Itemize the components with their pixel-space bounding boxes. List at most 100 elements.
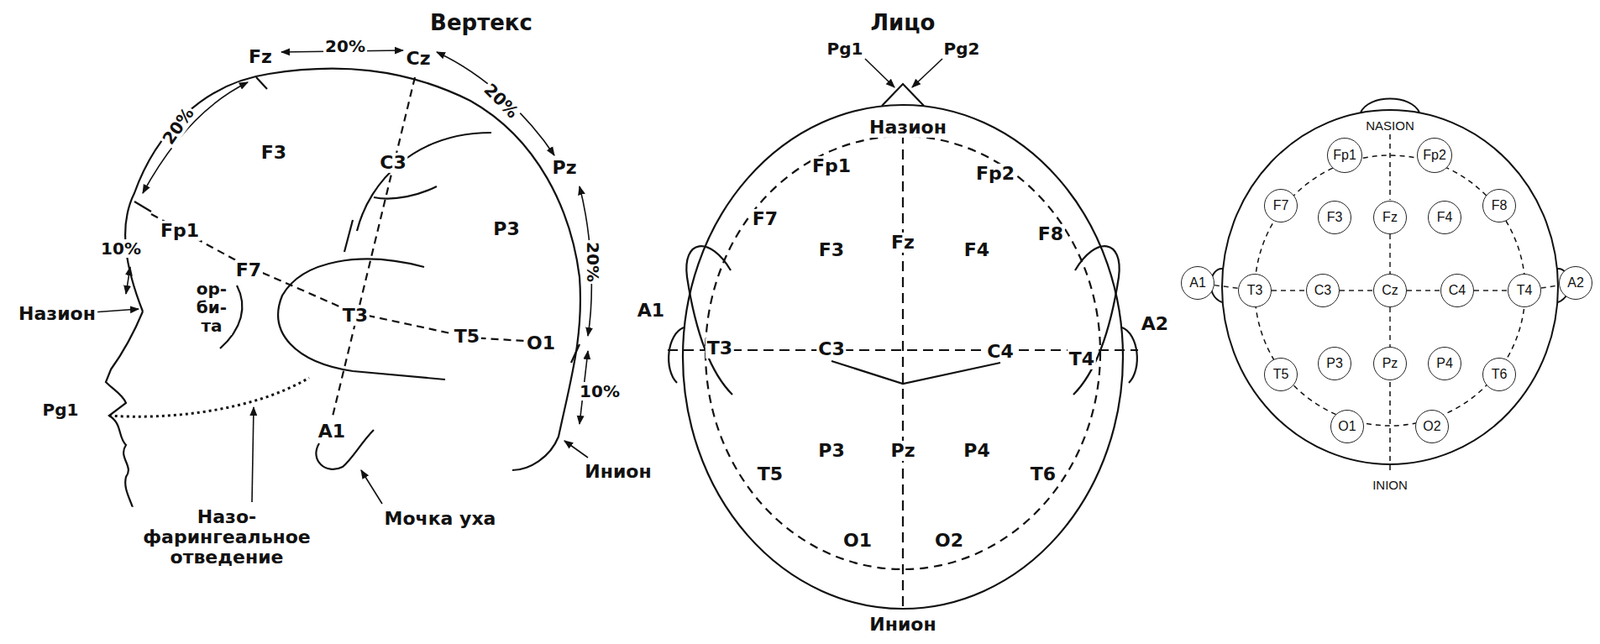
diagram-label: Cz [404, 48, 433, 69]
diagram-label: F8 [1036, 224, 1065, 245]
electrode-line [1406, 289, 1441, 292]
electrode-name: C3 [1314, 283, 1332, 299]
electrode-line [1389, 307, 1391, 347]
electrode-name: Fz [1382, 209, 1398, 226]
electrode-line [1389, 234, 1391, 274]
diagram-label: F7 [234, 260, 263, 281]
electrode-name: A1 [1189, 275, 1207, 291]
electrode-circle: Fp2 [1416, 137, 1453, 174]
diagram-label: P3 [816, 440, 846, 462]
electrode-line [1474, 289, 1508, 292]
electrode-name: T3 [1247, 283, 1264, 299]
electrode-line [1271, 289, 1307, 292]
diagram-label: F3 [259, 142, 289, 163]
diagram-label: 10% [99, 239, 143, 258]
electrode-circle: A2 [1558, 266, 1593, 300]
diagram-label: INION [1370, 478, 1410, 494]
diagram-label: P3 [491, 219, 521, 240]
electrode-circle: T4 [1507, 273, 1542, 308]
electrode-line [1541, 285, 1559, 289]
diagram-label: O1 [841, 530, 874, 551]
diagram-label: C3 [377, 152, 408, 174]
diagram-label: NASION [1363, 119, 1417, 134]
diagram-label: Pg1 [825, 39, 866, 58]
diagram-label: Fp1 [810, 156, 853, 177]
diagram-label: 20% [479, 78, 524, 123]
electrode-name: T6 [1491, 367, 1508, 383]
diagram-label: Fz [246, 47, 274, 68]
diagram-label: ор- би- та [191, 279, 232, 336]
electrode-name: Pz [1382, 356, 1399, 372]
electrode-name: F4 [1437, 209, 1454, 226]
diagram-label: 20% [583, 240, 603, 284]
electrode-circle: F8 [1482, 188, 1517, 223]
electrode-circle: Cz [1373, 273, 1407, 308]
diagram-label: O2 [933, 530, 966, 551]
electrode-circle: T6 [1482, 357, 1517, 392]
electrode-circle: T3 [1238, 273, 1272, 308]
diagram-label: Pg1 [41, 400, 81, 420]
diagram-label: T6 [1028, 464, 1058, 485]
diagram-label: Pz [550, 157, 579, 179]
diagram-label: T4 [1067, 349, 1097, 370]
electrode-circle: O2 [1415, 409, 1449, 444]
diagram-label: A1 [316, 421, 347, 442]
diagram-label: A1 [635, 300, 667, 321]
diagram-label: T3 [705, 338, 735, 359]
diagram-label: O1 [524, 333, 557, 354]
electrode-name: P4 [1436, 356, 1454, 372]
diagram-label: A2 [1139, 314, 1170, 335]
electrode-circle: Fz [1373, 200, 1407, 235]
diagram-label: T5 [755, 464, 785, 485]
diagram-label: Fp1 [158, 220, 201, 242]
electrode-circle: A1 [1180, 266, 1215, 300]
electrode-circle: C4 [1440, 273, 1475, 308]
electrode-circle: P3 [1317, 346, 1352, 381]
electrode-name: F3 [1327, 209, 1343, 226]
electrode-circle: F7 [1264, 188, 1298, 223]
electrode-circle: F4 [1427, 200, 1462, 235]
electrode-name: P3 [1326, 356, 1343, 372]
diagram-label: C4 [985, 341, 1015, 362]
diagram-label: T5 [452, 326, 482, 347]
diagram-label: F3 [817, 240, 846, 261]
diagram-label: 20% [323, 36, 368, 56]
electrode-name: Fp2 [1422, 147, 1447, 163]
diagram-label: Fp2 [974, 163, 1017, 184]
electrode-line [1339, 289, 1374, 292]
electrode-name: F7 [1273, 198, 1290, 214]
electrode-name: A2 [1567, 275, 1585, 291]
electrode-circle: T5 [1264, 357, 1298, 392]
diagram-label: F7 [750, 209, 780, 230]
diagram-label: P4 [961, 440, 992, 462]
electrode-name: Fp1 [1332, 147, 1357, 163]
electrode-name: C4 [1448, 283, 1466, 299]
electrode-circle: P4 [1427, 346, 1462, 381]
diagram-label: Инион [582, 461, 653, 483]
diagram-label: Лицо [869, 10, 938, 36]
diagram-label: Вертекс [428, 10, 535, 36]
diagram-label: Назо- фарингеальное отведение [128, 507, 326, 569]
electrode-circle: F3 [1317, 200, 1352, 235]
diagram-label: Назион [867, 117, 949, 138]
diagram-label: Fz [889, 232, 917, 253]
electrode-name: T4 [1516, 283, 1533, 299]
diagram-label: Инион [867, 614, 938, 635]
electrode-circle: Fp1 [1327, 137, 1363, 174]
electrode-name: O2 [1422, 419, 1441, 435]
diagram-label: C3 [816, 339, 846, 360]
diagram-label: T3 [340, 305, 370, 326]
diagram-label: Pg2 [942, 39, 982, 58]
electrode-name: Cz [1381, 283, 1399, 299]
electrode-name: F8 [1491, 198, 1508, 214]
electrode-name: T5 [1273, 367, 1290, 383]
electrode-line [1214, 285, 1239, 289]
electrode-circle: C3 [1306, 273, 1340, 308]
electrode-name: O1 [1337, 419, 1356, 435]
electrode-circle: Pz [1373, 346, 1407, 381]
diagram-label: Мочка уха [382, 508, 499, 530]
diagram-label: Назион [16, 304, 98, 325]
diagram-label: Pz [889, 440, 918, 462]
electrode-circle: O1 [1330, 409, 1364, 444]
